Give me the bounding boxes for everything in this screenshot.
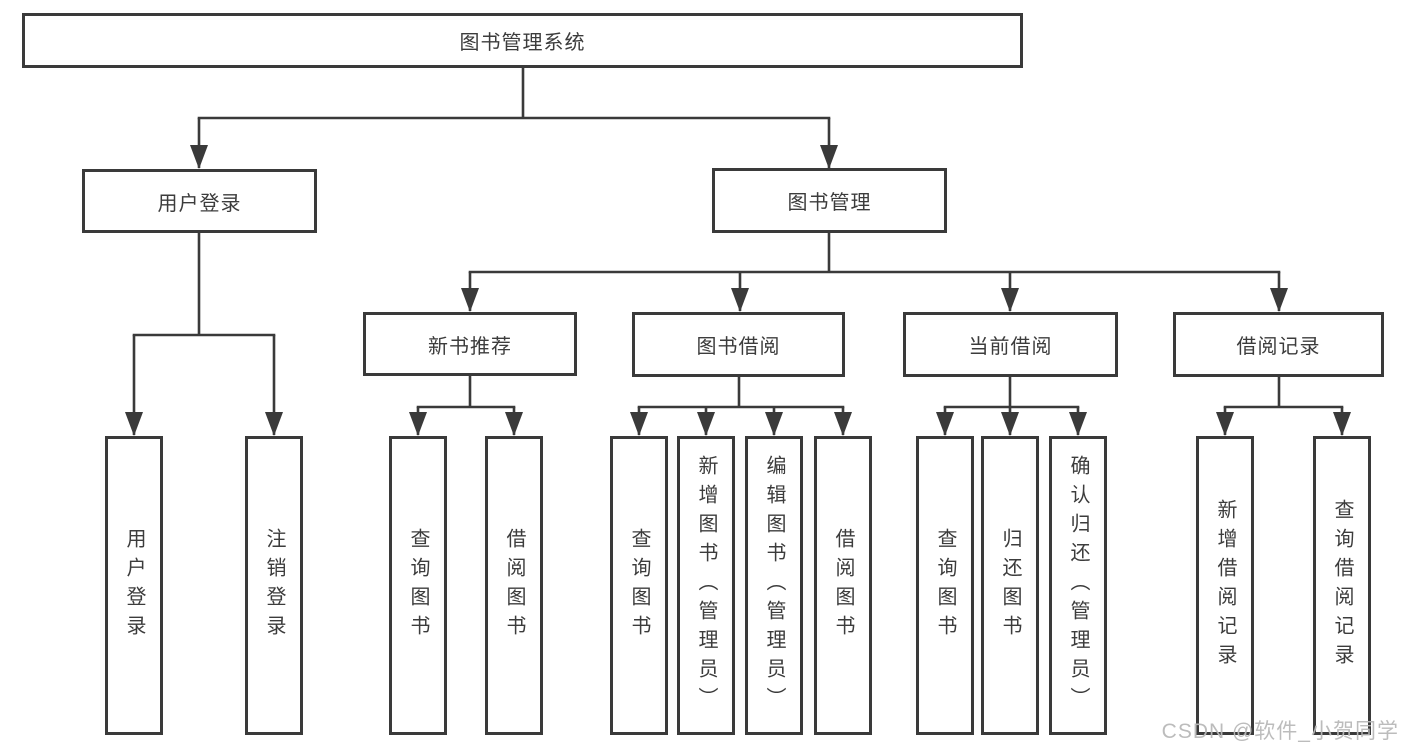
node-book-management-label: 图书管理: [787, 192, 872, 214]
connector-book-management-to-level3: [461, 233, 1288, 312]
leaf-add-borrow-record-label: 新增借阅记录: [1214, 498, 1236, 673]
watermark: CSDN @软件_小贺同学: [1161, 720, 1399, 743]
node-user-login-label: 用户登录: [157, 192, 242, 215]
node-root: 图书管理系统: [22, 13, 1023, 68]
node-book-borrow: 图书借阅: [632, 312, 845, 377]
connector-book-borrow-to-leaves: [630, 377, 852, 436]
leaf-add-borrow-record: 新增借阅记录: [1196, 436, 1254, 735]
leaf-user-login: 用户登录: [105, 436, 163, 735]
leaf-confirm-return-admin: 确认归还（管理员）: [1049, 436, 1107, 735]
node-new-book-recommend: 新书推荐: [363, 312, 577, 376]
leaf-recommend-query-books-label: 查询图书: [407, 527, 429, 644]
leaf-query-borrow-record-label: 查询借阅记录: [1331, 498, 1353, 673]
leaf-return-books-label: 归还图书: [999, 527, 1021, 644]
leaf-edit-books-admin-label: 编辑图书（管理员）: [763, 455, 785, 716]
leaf-return-books: 归还图书: [981, 436, 1039, 735]
connector-user-login-to-leaves: [125, 233, 283, 436]
leaf-current-query-books-label: 查询图书: [934, 527, 956, 644]
connector-root-to-level2: [190, 67, 838, 169]
leaf-current-query-books: 查询图书: [916, 436, 974, 735]
connector-borrow-records-to-leaves: [1216, 377, 1351, 436]
leaf-logout-label: 注销登录: [263, 527, 285, 644]
node-current-borrow-label: 当前借阅: [968, 336, 1053, 358]
leaf-recommend-query-books: 查询图书: [389, 436, 447, 735]
node-book-management: 图书管理: [712, 168, 947, 233]
node-book-borrow-label: 图书借阅: [696, 336, 781, 358]
node-new-book-recommend-label: 新书推荐: [428, 335, 512, 358]
leaf-confirm-return-admin-label: 确认归还（管理员）: [1067, 455, 1089, 716]
connector-new-book-recommend-to-leaves: [409, 376, 523, 436]
node-borrow-records-label: 借阅记录: [1236, 336, 1321, 358]
node-root-label: 图书管理系统: [459, 32, 586, 54]
leaf-borrow-query-books-label: 查询图书: [628, 527, 650, 644]
leaf-query-borrow-record: 查询借阅记录: [1313, 436, 1371, 735]
leaf-add-books-admin-label: 新增图书（管理员）: [695, 455, 717, 716]
leaf-borrow-books-label: 借阅图书: [832, 527, 854, 644]
leaf-edit-books-admin: 编辑图书（管理员）: [745, 436, 803, 735]
leaf-recommend-borrow-books: 借阅图书: [485, 436, 543, 735]
leaf-user-login-label: 用户登录: [123, 527, 145, 644]
node-current-borrow: 当前借阅: [903, 312, 1118, 377]
leaf-add-books-admin: 新增图书（管理员）: [677, 436, 735, 735]
node-borrow-records: 借阅记录: [1173, 312, 1384, 377]
leaf-logout: 注销登录: [245, 436, 303, 735]
connector-current-borrow-to-leaves: [936, 377, 1087, 436]
leaf-borrow-books: 借阅图书: [814, 436, 872, 735]
node-user-login: 用户登录: [82, 169, 317, 233]
leaf-recommend-borrow-books-label: 借阅图书: [503, 527, 525, 644]
leaf-borrow-query-books: 查询图书: [610, 436, 668, 735]
